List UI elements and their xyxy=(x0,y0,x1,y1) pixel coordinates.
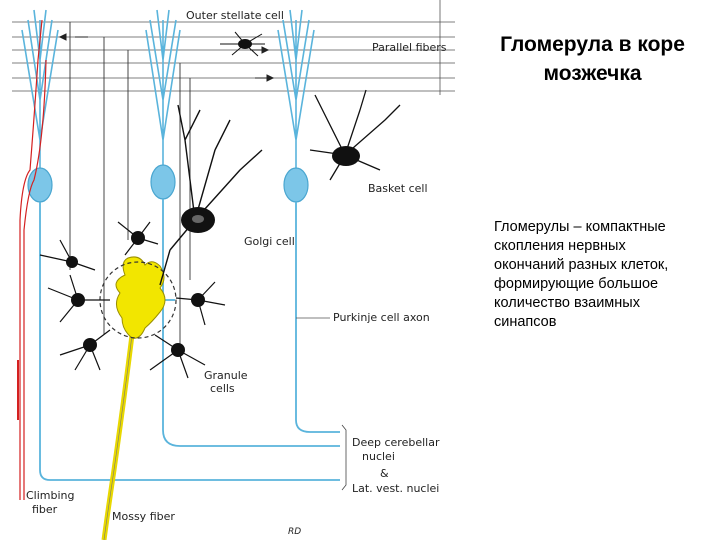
cerebellar-glomerulus-diagram xyxy=(12,0,455,540)
label-parallel-fibers: Parallel fibers xyxy=(372,41,447,54)
deep-nuclei-bracket xyxy=(341,424,347,491)
purkinje-cells xyxy=(27,164,309,203)
label-basket-cell: Basket cell xyxy=(368,182,428,195)
label-lat-vest-nuclei: Lat. vest. nuclei xyxy=(352,482,440,495)
slide-title: Гломерула в коре мозжечка xyxy=(470,30,715,88)
label-golgi-cell: Golgi cell xyxy=(244,235,295,248)
description-line: количество взаимных xyxy=(494,295,640,311)
label-signature: RD xyxy=(288,527,302,537)
label-purkinje-cell-axon: Purkinje cell axon xyxy=(333,311,430,324)
description-line: формирующие большое xyxy=(494,276,659,292)
basket-cell xyxy=(309,89,401,181)
slide-title-line-2: мозжечка xyxy=(543,62,642,85)
granule-cells xyxy=(39,221,226,379)
label-climbing: Climbing xyxy=(26,489,75,502)
label-fiber: fiber xyxy=(32,503,58,516)
purkinje-dendrites xyxy=(21,9,315,175)
golgi-cell xyxy=(159,104,263,286)
mossy-fiber xyxy=(101,256,166,540)
granule-cell-bodies xyxy=(66,231,205,357)
label-deep-cerebellar: Deep cerebellar xyxy=(352,436,440,449)
climbing-fiber xyxy=(17,19,47,500)
description-line: окончаний разных клеток, xyxy=(494,257,669,273)
slide-description: Гломерулы – компактные скопления нервных… xyxy=(494,218,716,332)
outer-stellate-cell xyxy=(220,31,265,57)
label-outer-stellate-cell: Outer stellate cell xyxy=(186,9,284,22)
description-line: Гломерулы – компактные xyxy=(494,219,666,235)
label-mossy-fiber: Mossy fiber xyxy=(112,510,175,523)
slide-title-line-1: Гломерула в коре xyxy=(500,33,685,56)
description-line: синапсов xyxy=(494,314,557,330)
label-cells: cells xyxy=(210,382,235,395)
description-line: скопления нервных xyxy=(494,238,626,254)
label-ampersand: & xyxy=(380,467,389,480)
label-granule: Granule xyxy=(204,369,248,382)
label-nuclei: nuclei xyxy=(362,450,395,463)
purkinje-axons xyxy=(39,199,340,481)
